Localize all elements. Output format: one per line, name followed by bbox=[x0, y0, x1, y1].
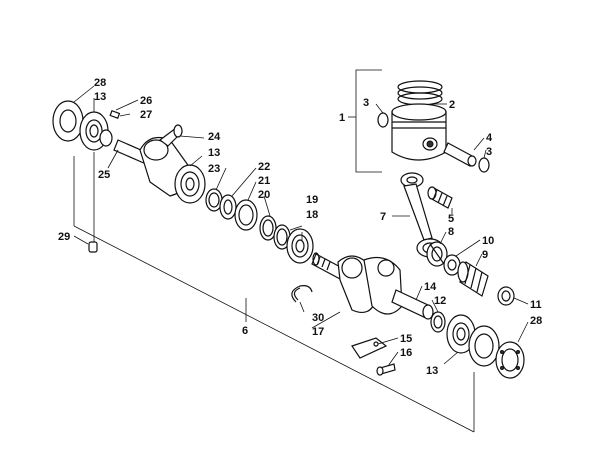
needle-bearing-9 bbox=[457, 261, 489, 297]
callout-29: 29 bbox=[58, 231, 70, 243]
key-26 bbox=[109, 109, 121, 119]
seal-ring-11 bbox=[497, 286, 515, 306]
circlip-left bbox=[377, 112, 389, 128]
big-end-bearing bbox=[426, 241, 448, 267]
callout-10: 10 bbox=[482, 235, 494, 247]
callout-6: 6 bbox=[242, 325, 248, 337]
callout-14: 14 bbox=[424, 281, 437, 293]
small-end-bearing bbox=[427, 186, 453, 209]
callout-27: 27 bbox=[140, 109, 152, 121]
callout-4: 4 bbox=[486, 132, 493, 144]
bolt-16 bbox=[376, 363, 396, 376]
right-seal-13b bbox=[468, 325, 500, 367]
callout-3-left: 3 bbox=[363, 97, 369, 109]
callout-15: 15 bbox=[400, 333, 412, 345]
callout-23: 23 bbox=[208, 163, 220, 175]
callout-17: 17 bbox=[312, 326, 324, 338]
callout-25: 25 bbox=[98, 169, 110, 181]
leader-lines bbox=[73, 85, 529, 367]
callout-19: 19 bbox=[306, 194, 318, 206]
piston bbox=[391, 103, 447, 161]
ring-27 bbox=[99, 129, 113, 147]
dowel-pin-29 bbox=[88, 241, 98, 253]
callout-16: 16 bbox=[400, 347, 412, 359]
callout-18: 18 bbox=[306, 209, 318, 221]
callout-13-right: 13 bbox=[426, 365, 438, 377]
crankshaft-17 bbox=[311, 252, 434, 320]
ring-14 bbox=[430, 311, 446, 333]
thrust-washer-10 bbox=[443, 254, 461, 276]
callout-13-center: 13 bbox=[208, 147, 220, 159]
wrist-pin bbox=[443, 142, 477, 167]
callout-9: 9 bbox=[482, 249, 488, 261]
seal-22 bbox=[219, 194, 237, 220]
right-seal-28 bbox=[495, 341, 525, 379]
center-bearing-13 bbox=[174, 164, 206, 204]
callout-3-right: 3 bbox=[486, 146, 492, 158]
circlip-right bbox=[478, 157, 490, 173]
piston-group-bracket bbox=[348, 69, 382, 173]
callout-11: 11 bbox=[530, 299, 542, 311]
callout-12: 12 bbox=[434, 295, 446, 307]
left-seal-28 bbox=[52, 100, 84, 142]
bearing-18 bbox=[286, 228, 314, 264]
piston-rings bbox=[397, 80, 443, 106]
lock-plate-15 bbox=[351, 337, 388, 359]
callout-5: 5 bbox=[448, 213, 454, 225]
callout-1: 1 bbox=[339, 112, 345, 124]
callout-20: 20 bbox=[258, 189, 270, 201]
assembly-reference-lines bbox=[73, 152, 475, 433]
callout-21: 21 bbox=[258, 175, 270, 187]
callout-28-right: 28 bbox=[530, 315, 542, 327]
callout-26: 26 bbox=[140, 95, 152, 107]
clip-30 bbox=[291, 285, 313, 303]
callout-24: 24 bbox=[208, 131, 221, 143]
callout-2: 2 bbox=[449, 99, 455, 111]
callout-labels: 1 2 3 4 3 5 7 8 10 9 11 14 12 28 13 15 1… bbox=[58, 77, 542, 377]
callout-8: 8 bbox=[448, 226, 454, 238]
callout-7: 7 bbox=[380, 211, 386, 223]
callout-30: 30 bbox=[312, 312, 324, 324]
callout-28-left: 28 bbox=[94, 77, 106, 89]
callout-22: 22 bbox=[258, 161, 270, 173]
seal-21 bbox=[234, 199, 258, 231]
callout-13-left: 13 bbox=[94, 91, 106, 103]
